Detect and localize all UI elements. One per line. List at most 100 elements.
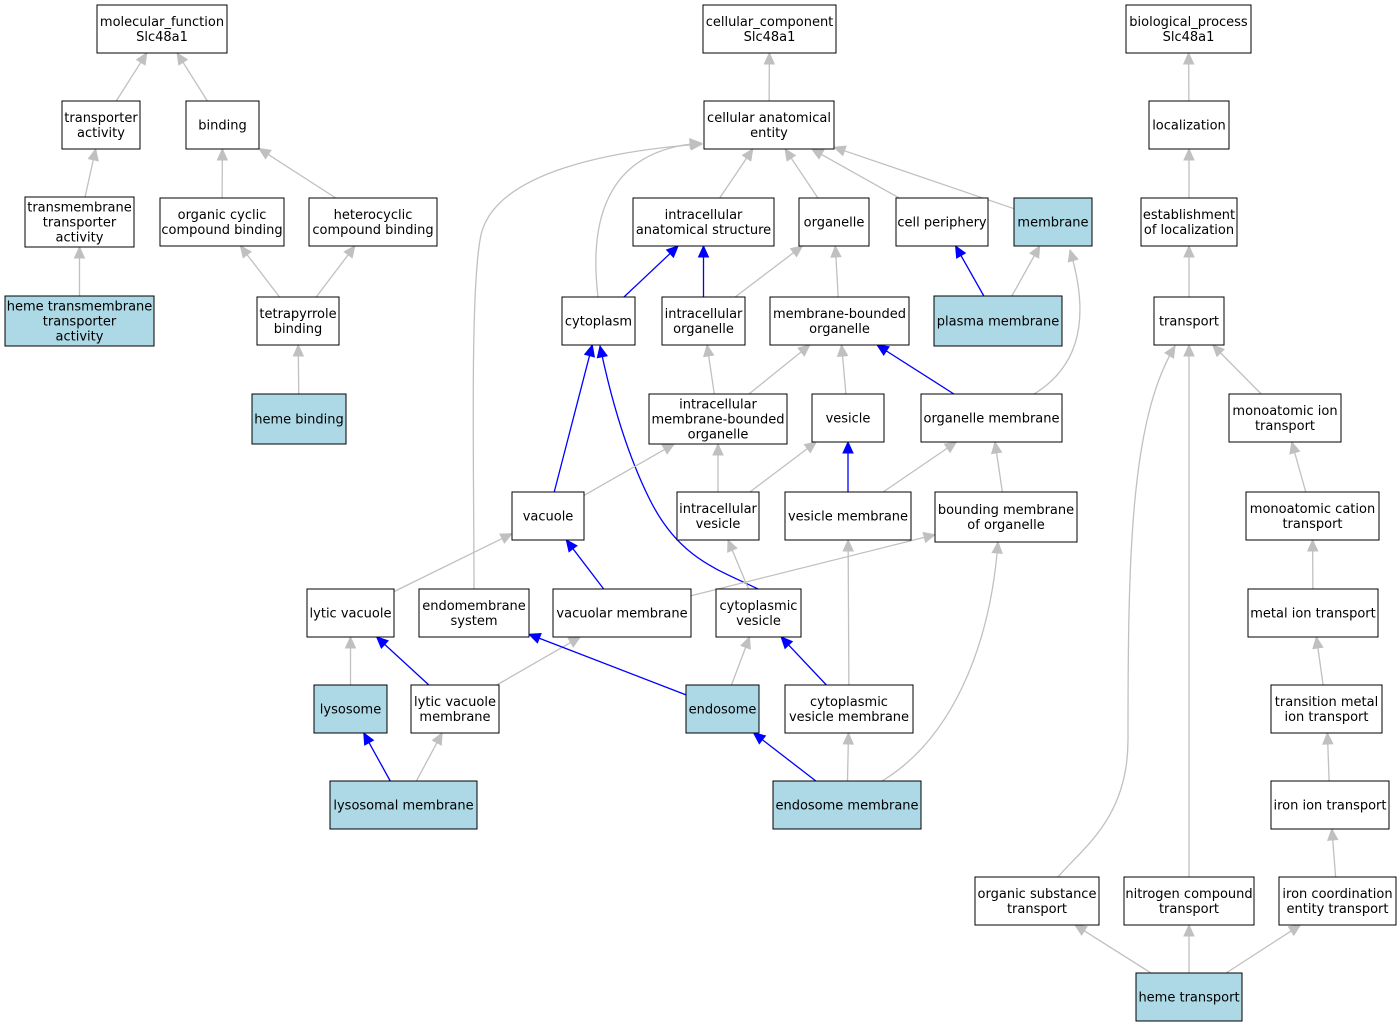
edge-imbo-to-io-arrowhead [703,343,715,358]
node-hb[interactable]: heme binding [251,393,347,445]
edge-om-to-mem-arrowhead [1067,248,1079,263]
node-lysm[interactable]: lysosomal membrane [329,780,478,830]
node-meit[interactable]: metal ion transport [1247,588,1379,638]
node-bp-label-0: biological_process [1129,15,1248,30]
node-cp[interactable]: cell periphery [895,197,989,247]
node-loc[interactable]: localization [1148,100,1230,150]
edge-endo-to-es-arrowhead [527,633,542,644]
node-mct-box [1245,491,1380,541]
node-ht-label-0: heme transport [1138,991,1239,1006]
node-vm[interactable]: vesicle membrane [784,491,912,541]
node-ias-label-1: anatomical structure [636,223,771,238]
edge-endom-to-bmo-arrowhead [991,540,1003,554]
edge-bmo-to-om-arrowhead [990,440,1003,455]
node-endo-box [685,684,760,734]
edge-endo-to-cv [730,646,747,686]
node-ias-label-0: intracellular [665,208,743,223]
edge-lvm-to-vacm [496,641,572,686]
node-hb-label-0: heme binding [254,413,344,428]
node-vac[interactable]: vacuole [511,491,585,541]
edge-org-to-cae [790,156,819,199]
node-eol-label-1: of localization [1144,223,1234,238]
node-endo[interactable]: endosome [685,684,760,734]
edge-vacm-to-bmo-arrowhead [922,531,937,544]
node-mbo-label-0: membrane-bounded [773,307,906,322]
node-bp-box [1125,4,1252,54]
node-ves[interactable]: vesicle [811,393,885,443]
node-mem-box [1013,197,1093,247]
node-iv-label-0: intracellular [679,502,757,517]
node-bmo-label-0: bounding membrane [938,503,1074,518]
node-mf-label-0: molecular_function [100,15,224,30]
node-lv[interactable]: lytic vacuole [306,588,395,638]
edge-io-to-org [734,251,795,298]
edge-cv-to-cyto [599,345,759,590]
node-cyto[interactable]: cytoplasm [561,296,636,346]
edge-org-to-cae-arrowhead [784,147,797,162]
node-occb-label-1: compound binding [161,223,282,238]
edge-hcb-to-bind-arrowhead [257,147,272,160]
edge-cae-to-cc-arrowhead [763,51,776,65]
edge-ost-to-tr [1057,345,1176,878]
node-iv-box [676,491,760,541]
node-endom[interactable]: endosome membrane [772,780,922,830]
node-ta-label-0: transporter [64,111,138,126]
node-vacm[interactable]: vacuolar membrane [552,588,692,638]
node-htta-label-2: activity [56,330,104,345]
node-occb-label-0: organic cyclic [178,208,267,223]
edge-endom-to-endo-arrowhead [752,732,767,745]
node-bind[interactable]: binding [185,100,260,150]
node-ht[interactable]: heme transport [1135,972,1243,1022]
node-om[interactable]: organelle membrane [920,393,1063,443]
node-pm[interactable]: plasma membrane [933,295,1063,347]
edge-endom-to-endo [761,738,817,782]
node-bind-label-0: binding [198,119,246,134]
node-nct-box [1123,876,1255,926]
edge-tta-to-ta-arrowhead [87,147,99,162]
node-ost-label-1: transport [1007,902,1067,917]
node-cae-label-0: cellular anatomical [707,111,831,126]
node-org-box [798,197,870,247]
node-tr[interactable]: transport [1153,296,1225,346]
node-iit[interactable]: iron ion transport [1270,780,1390,830]
node-mct-label-1: transport [1282,517,1342,532]
node-vacm-label-0: vacuolar membrane [556,607,687,622]
node-imbo-label-1: membrane-bounded [651,413,784,428]
edge-lv-to-vac-arrowhead [499,533,514,544]
node-mem[interactable]: membrane [1013,197,1093,247]
node-occb-box [159,197,285,247]
node-org[interactable]: organelle [798,197,870,247]
node-lys[interactable]: lysosome [313,684,388,734]
edge-mit-to-tr [1219,351,1262,395]
edge-bmo-to-om [995,451,1003,493]
node-lvm-label-0: lytic vacuole [414,695,496,710]
node-cv-label-0: cytoplasmic [720,599,798,614]
